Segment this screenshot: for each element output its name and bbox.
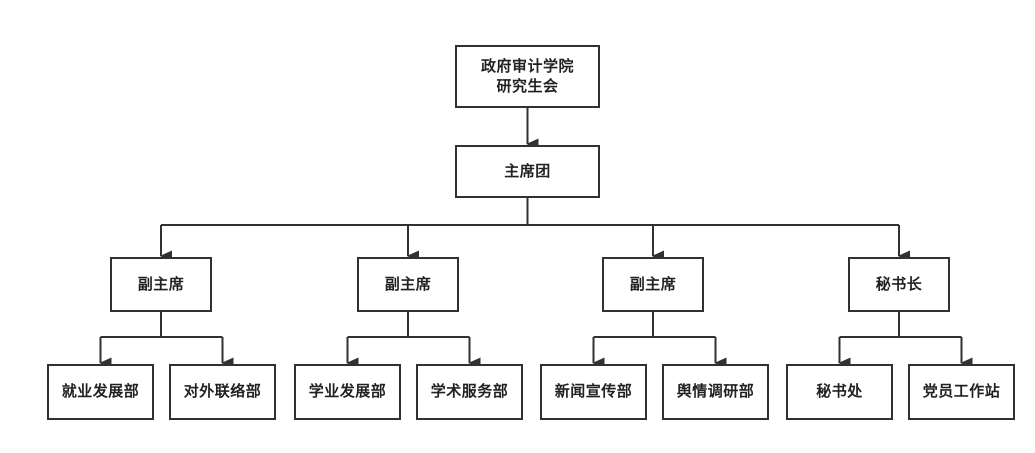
node-vice-president-2[interactable]: 副主席 — [357, 257, 459, 312]
node-dept-secretariat[interactable]: 秘书处 — [786, 364, 893, 420]
node-vice-president-1[interactable]: 副主席 — [110, 257, 212, 312]
node-secretary-general[interactable]: 秘书长 — [848, 257, 950, 312]
node-dept-employment[interactable]: 就业发展部 — [47, 364, 154, 420]
node-presidium[interactable]: 主席团 — [455, 145, 600, 198]
node-dept-party-workstation[interactable]: 党员工作站 — [908, 364, 1015, 420]
node-dept-external-liaison[interactable]: 对外联络部 — [169, 364, 276, 420]
node-dept-news-publicity[interactable]: 新闻宣传部 — [540, 364, 647, 420]
node-dept-opinion-research[interactable]: 舆情调研部 — [662, 364, 769, 420]
node-dept-academic-service[interactable]: 学术服务部 — [416, 364, 523, 420]
node-dept-academic-development[interactable]: 学业发展部 — [294, 364, 401, 420]
node-root[interactable]: 政府审计学院 研究生会 — [455, 45, 600, 108]
node-vice-president-3[interactable]: 副主席 — [602, 257, 704, 312]
